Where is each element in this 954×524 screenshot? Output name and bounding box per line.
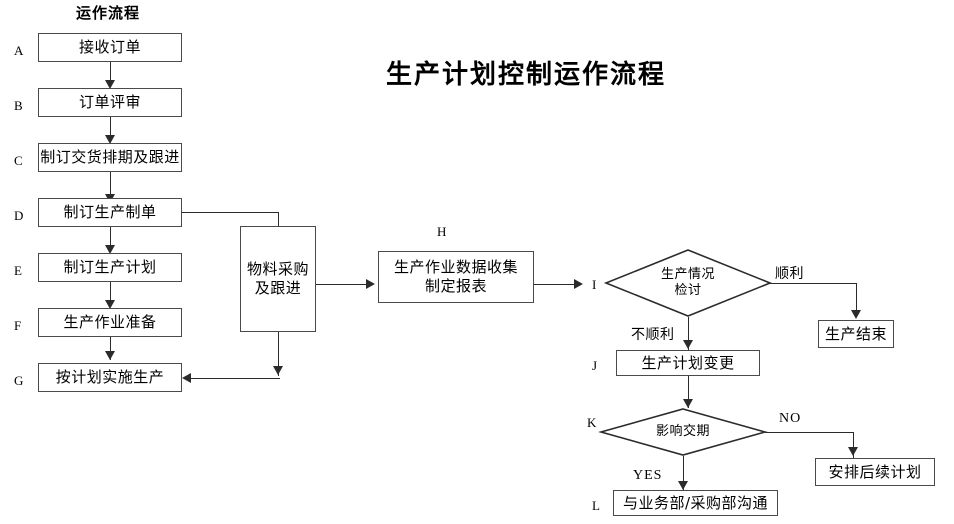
node-h-line1: 生产作业数据收集: [393, 258, 518, 277]
edge-material-g-vertical: [278, 332, 279, 376]
node-l-communicate-sales-purchasing[interactable]: 与业务部/采购部沟通: [613, 490, 778, 516]
edge-i-end-vertical: [856, 283, 857, 313]
edge-i-j-arrowhead: [683, 340, 693, 349]
node-tag-b: B: [14, 98, 23, 113]
node-e-label: 制订生产计划: [63, 258, 157, 277]
node-material-line1: 物料采购: [246, 260, 309, 279]
edge-d-material-vertical: [278, 212, 279, 226]
edge-label-yes: YES: [633, 468, 663, 483]
edge-k-followup-vertical: [853, 432, 854, 458]
node-k-affect-delivery[interactable]: 影响交期: [598, 408, 768, 456]
edge-i-end-horizontal: [770, 283, 857, 284]
edge-material-g-arrowhead: [182, 373, 191, 383]
node-a-receive-order[interactable]: 接收订单: [38, 33, 182, 62]
node-j-label: 生产计划变更: [641, 353, 735, 372]
node-f-production-preparation[interactable]: 生产作业准备: [38, 308, 182, 337]
edge-material-g-down-arrowhead: [273, 366, 283, 375]
edge-k-followup-horizontal: [765, 432, 854, 433]
node-tag-f: F: [14, 318, 22, 333]
edge-k-followup-arrowhead: [848, 447, 858, 456]
edge-label-no: NO: [779, 411, 802, 426]
edge-e-f-arrowhead: [105, 300, 115, 309]
node-e-production-plan[interactable]: 制订生产计划: [38, 253, 182, 282]
node-tag-l: L: [592, 498, 600, 513]
node-production-end-label: 生产结束: [824, 324, 887, 343]
node-d-label: 制订生产制单: [63, 203, 157, 222]
node-material-line2: 及跟进: [254, 279, 302, 297]
node-tag-j: J: [592, 358, 598, 373]
page-title: 生产计划控制运作流程: [386, 60, 667, 90]
edge-d-material-horizontal: [182, 212, 278, 213]
node-tag-k: K: [587, 415, 597, 430]
node-tag-h: H: [437, 224, 447, 239]
node-f-label: 生产作业准备: [63, 313, 157, 332]
node-tag-a: A: [14, 43, 24, 58]
node-g-execute-production[interactable]: 按计划实施生产: [38, 363, 182, 392]
node-b-order-review[interactable]: 订单评审: [38, 88, 182, 117]
node-i-production-status-review[interactable]: 生产情况 检讨: [603, 249, 773, 317]
node-g-label: 按计划实施生产: [55, 368, 165, 387]
edge-i-end-arrowhead: [851, 310, 861, 319]
edge-material-h-arrowhead: [366, 279, 375, 289]
column-header-operation-flow: 运作流程: [76, 4, 141, 22]
edge-c-d-line: [110, 172, 111, 195]
node-tag-e: E: [14, 263, 22, 278]
edge-material-g-horizontal: [190, 378, 280, 379]
node-production-end[interactable]: 生产结束: [818, 320, 894, 348]
node-c-delivery-schedule[interactable]: 制订交货排期及跟进: [38, 143, 182, 172]
edge-k-l-arrowhead: [678, 481, 688, 490]
edge-j-k-line: [688, 376, 689, 408]
node-followup-label: 安排后续计划: [828, 462, 922, 481]
edge-k-l-line: [683, 456, 684, 490]
edge-label-smooth: 顺利: [775, 266, 804, 282]
node-h-data-collection[interactable]: 生产作业数据收集 制定报表: [378, 251, 534, 303]
node-tag-c: C: [14, 153, 23, 168]
node-l-label: 与业务部/采购部沟通: [622, 493, 769, 512]
edge-d-e-arrowhead: [105, 245, 115, 254]
node-h-line2: 制定报表: [424, 277, 487, 295]
edge-j-k-arrowhead: [683, 399, 693, 408]
edge-f-g-arrowhead: [105, 351, 115, 360]
node-tag-g: G: [14, 373, 24, 388]
node-tag-d: D: [14, 208, 24, 223]
edge-b-c-line: [110, 117, 111, 136]
edge-f-g-line: [110, 337, 111, 360]
node-tag-i: I: [592, 277, 597, 292]
edge-label-not-smooth: 不顺利: [631, 327, 675, 343]
node-material-procurement[interactable]: 物料采购 及跟进: [240, 226, 316, 332]
node-d-production-order[interactable]: 制订生产制单: [38, 198, 182, 227]
edge-material-h-line: [316, 284, 368, 285]
node-j-plan-change[interactable]: 生产计划变更: [616, 350, 760, 376]
node-a-label: 接收订单: [78, 38, 141, 57]
edge-d-e-line: [110, 227, 111, 246]
edge-a-b-line: [110, 62, 111, 81]
edge-b-c-arrowhead: [105, 135, 115, 144]
node-arrange-followup-plan[interactable]: 安排后续计划: [815, 458, 935, 486]
edge-h-i-arrowhead: [574, 279, 583, 289]
edge-e-f-line: [110, 282, 111, 301]
edge-a-b-arrowhead: [105, 80, 115, 89]
edge-h-i-line: [534, 284, 576, 285]
node-c-label: 制订交货排期及跟进: [40, 148, 180, 167]
node-b-label: 订单评审: [78, 93, 141, 112]
edge-i-j-line: [688, 317, 689, 350]
